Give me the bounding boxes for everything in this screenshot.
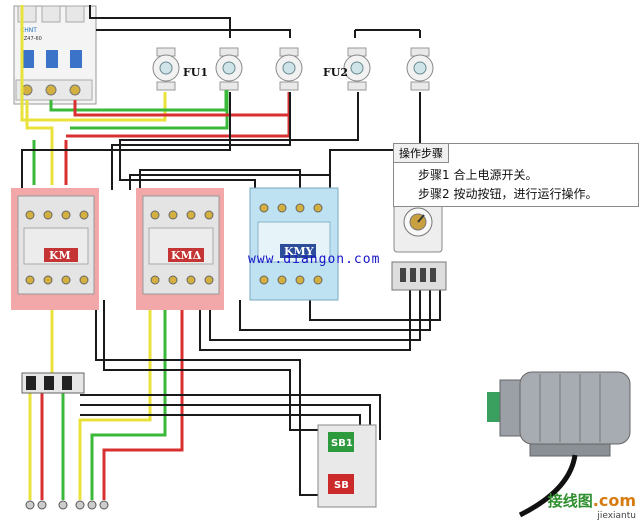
fuse-3 [275,47,303,91]
sb1-label: SB1 [331,438,353,449]
breaker-brand: CHNT [20,27,37,34]
instruction-panel: 操作步骤 步骤1 合上电源开关。 步骤2 按动按钮，进行运行操作。 [393,143,639,207]
step-1: 步骤1 合上电源开关。 [418,168,538,182]
km-delta-label: KMΔ [171,249,202,262]
breaker-model: DZ47-60 [20,36,42,42]
fuse-1 [152,47,180,91]
time-relay [391,199,447,291]
motor-terminals [25,500,109,510]
instruction-tab[interactable]: 操作步骤 [394,144,449,163]
km-label: KM [49,249,71,262]
circuit-breaker: CHNT DZ47-60 [13,5,97,105]
sb-label: SB [334,480,349,491]
corner-watermark-b: .com [592,491,636,510]
step-2: 步骤2 按动按钮，进行运行操作。 [418,187,598,201]
corner-watermark-a: 接线图 [547,492,593,510]
fuses [152,47,434,91]
fu2-label: FU2 [323,66,348,79]
contactor-km-delta: KMΔ [136,188,224,310]
thermal-overload [21,372,85,394]
main-circuit-wires [20,5,291,500]
fuse-4 [343,47,371,91]
fuse-5 [406,47,434,91]
control-wires [21,5,441,496]
center-watermark: www.diangon.com [248,252,381,267]
fu1-label: FU1 [183,66,208,79]
button-box [317,424,377,508]
corner-watermark-url: jiexiantu [597,511,636,521]
fuse-2 [215,47,243,91]
corner-watermark: 接线图.com jiexiantu [548,490,636,521]
contactor-km: KM [11,188,99,310]
motor [487,371,631,518]
contactor-kmy: KMY [249,187,339,301]
kmy-label: KMY [284,245,314,258]
